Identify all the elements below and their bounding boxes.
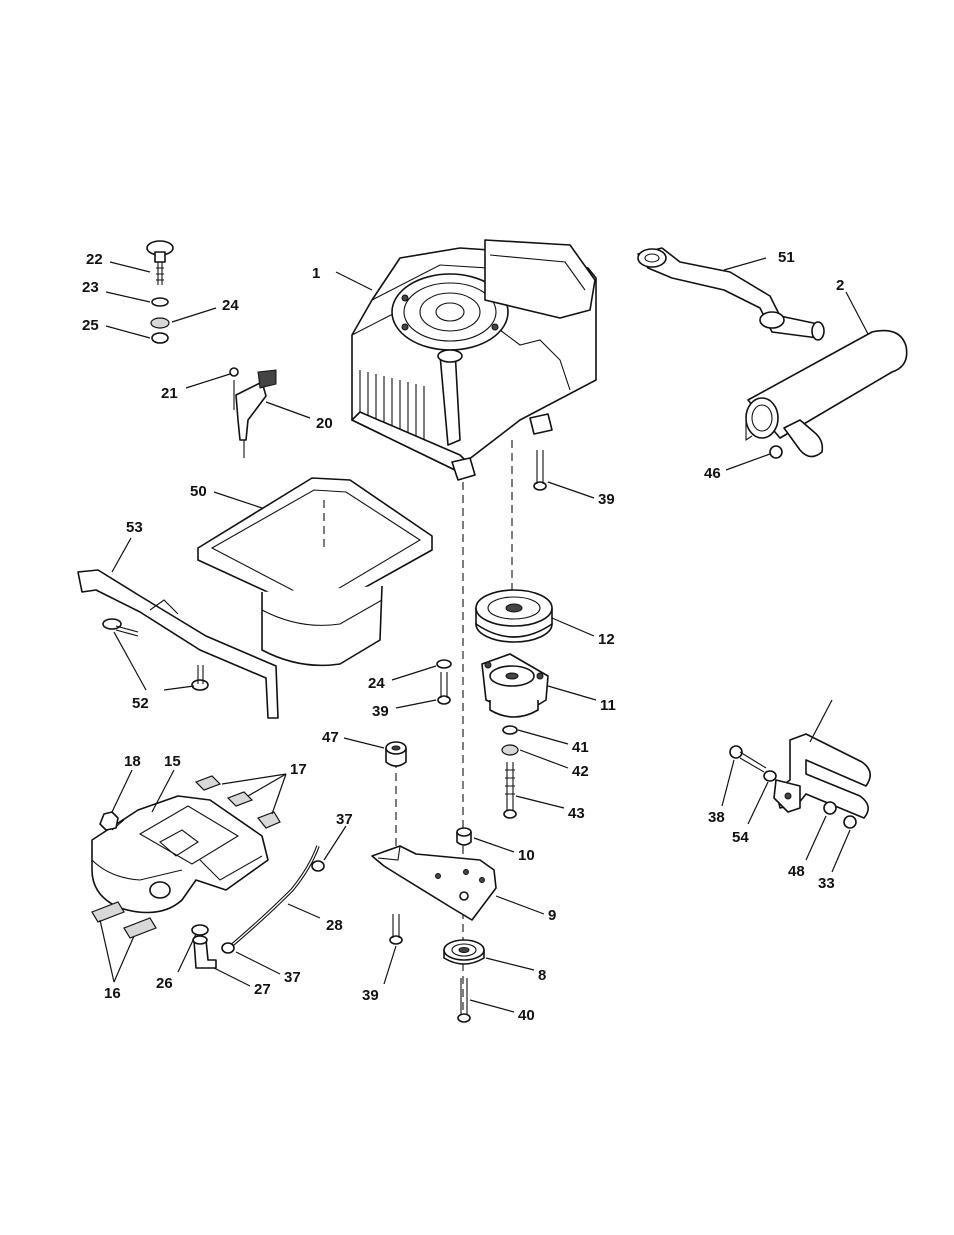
grommet-part-18 [100,812,118,830]
washer-part-23 [152,298,168,306]
bolt-part-38 [730,746,766,772]
bolt-part-39-middle [438,672,450,704]
bushing-part-10 [457,828,471,845]
exhaust-pipe-part [638,248,824,340]
callout-2: 2 [836,277,844,294]
pto-clutch-part [482,654,548,717]
callout-1: 1 [312,265,320,282]
support-bracket-part [78,570,278,718]
callout-25: 25 [82,317,99,334]
spacer-part-47 [386,742,406,766]
bolt-part-52b [192,665,208,690]
idler-bracket-part [372,846,496,920]
callout-40: 40 [518,1007,535,1024]
muffler-part [746,331,907,457]
callout-15: 15 [164,753,181,770]
callout-39-upper: 39 [598,491,615,508]
washer-part-24-lower [437,660,451,668]
callout-37-lower: 37 [284,969,301,986]
callout-17: 17 [290,761,307,778]
callout-24: 24 [222,297,239,314]
fitting-part-27 [193,936,216,968]
pad-part-17c [258,812,280,828]
callout-24-lower: 24 [368,675,385,692]
bolt-part-40 [458,978,470,1022]
callout-52: 52 [132,695,149,712]
callout-18: 18 [124,753,141,770]
carriage-bolt-part [147,241,173,285]
throttle-bracket-part [230,368,276,458]
callout-11: 11 [600,697,616,714]
callout-50: 50 [190,483,207,500]
callout-20: 20 [316,415,333,432]
washer-part-41 [503,726,517,734]
callout-16: 16 [104,985,121,1002]
callout-28: 28 [326,917,343,934]
callout-43: 43 [568,805,585,822]
bolt-part-43 [504,762,516,818]
callout-23: 23 [82,279,99,296]
bolt-part-39-upper [534,450,546,490]
pad-part-16a [92,902,124,922]
callout-39-middle: 39 [372,703,389,720]
callout-9: 9 [548,907,556,924]
callout-48: 48 [788,863,805,880]
base-housing-part [92,796,268,913]
callout-53: 53 [126,519,143,536]
callout-51: 51 [778,249,795,266]
callout-27: 27 [254,981,271,998]
washer-part-42 [502,745,518,755]
callout-8: 8 [538,967,546,984]
muffler-bracket-part [774,734,870,818]
pad-part-16b [124,918,156,938]
gasket-part-46 [770,446,782,458]
callout-46: 46 [704,465,721,482]
engine-tray-part [198,478,432,665]
callout-10: 10 [518,847,535,864]
callout-26: 26 [156,975,173,992]
callout-12: 12 [598,631,615,648]
engine-part [352,240,596,480]
callout-33: 33 [818,875,835,892]
washer-part-54 [764,771,776,781]
callout-37-upper: 37 [336,811,353,828]
callout-42: 42 [572,763,589,780]
callout-47: 47 [322,729,339,746]
lock-washer-part-24 [151,318,169,328]
nut-part-33 [844,816,856,828]
pad-part-17b [228,792,252,806]
callout-41: 41 [572,739,589,756]
fitting-nut-part-26 [192,925,208,935]
callout-39-lower: 39 [362,987,379,1004]
bolt-part-52a [103,619,138,636]
pad-part-17a [196,776,220,790]
callout-21: 21 [161,385,178,402]
bolt-part-39-lower [390,914,402,944]
nut-part-25 [152,333,168,343]
callout-54: 54 [732,829,749,846]
hose-clamp-part-37a [312,861,324,871]
callout-38: 38 [708,809,725,826]
idler-pulley-part [444,940,484,964]
engine-pulley-part [476,590,552,642]
washer-part-48 [824,802,836,814]
callout-22: 22 [86,251,103,268]
hose-clamp-part-37b [222,943,234,953]
